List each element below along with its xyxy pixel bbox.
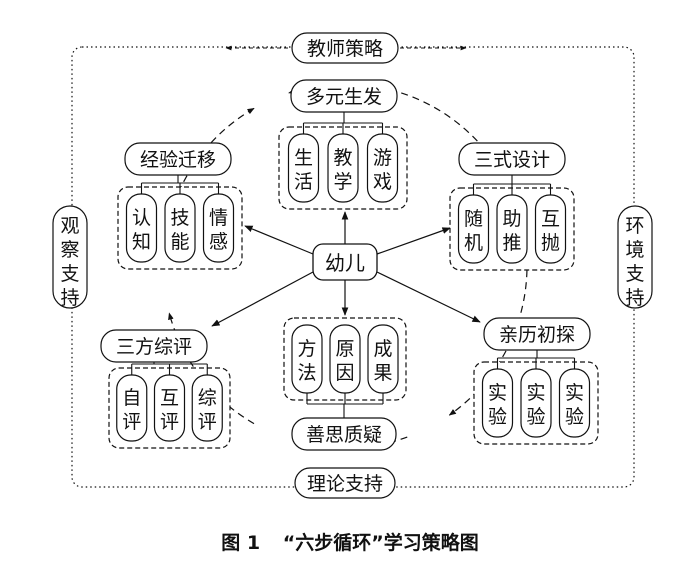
center-arrow bbox=[376, 271, 481, 323]
step-title-box bbox=[100, 329, 208, 363]
step-groups: 生活教学游戏多元生发随机助推互抛三式设计实验实验实验亲历初探方法原因成果善思质疑… bbox=[100, 79, 599, 451]
step-title-box bbox=[291, 417, 397, 451]
center-arrow bbox=[244, 225, 314, 255]
step-item-text: 互评 bbox=[160, 387, 179, 433]
step-item-text: 成果 bbox=[373, 338, 392, 384]
frame-top-text: 教师策略 bbox=[307, 38, 383, 60]
step-item-text: 游戏 bbox=[373, 147, 392, 193]
frame-label-left: 观察支持 bbox=[52, 205, 88, 309]
step-item-text: 认知 bbox=[132, 207, 151, 253]
figure-caption: 图 1 “六步循环”学习策略图 bbox=[0, 528, 700, 555]
step-item-text: 方法 bbox=[297, 338, 316, 384]
center-arrow bbox=[211, 271, 314, 327]
step-item-text: 自评 bbox=[122, 387, 141, 433]
step-item-text: 教学 bbox=[333, 147, 352, 193]
frame-bottom-text: 理论支持 bbox=[307, 473, 383, 495]
caption-title: “六步循环”学习策略图 bbox=[282, 532, 479, 554]
step-item-text: 技能 bbox=[170, 207, 189, 253]
step-item-text: 实验 bbox=[565, 382, 584, 428]
frame-label-right: 环境支持 bbox=[617, 205, 653, 309]
cycle-arc bbox=[401, 92, 495, 163]
cycle-arc bbox=[168, 312, 255, 425]
frame-label-bottom: 理论支持 bbox=[294, 467, 396, 499]
step-title: 亲历初探 bbox=[499, 324, 575, 346]
step-item-text: 原因 bbox=[335, 338, 354, 384]
step-item-text: 随机 bbox=[464, 208, 483, 254]
step-title: 三方综评 bbox=[116, 336, 192, 358]
step-title: 三式设计 bbox=[474, 149, 550, 171]
step-title: 善思质疑 bbox=[306, 424, 382, 446]
step-title-box bbox=[124, 142, 232, 176]
step-item-text: 助推 bbox=[502, 208, 521, 254]
center-text: 幼儿 bbox=[325, 251, 365, 275]
step-title: 多元生发 bbox=[306, 86, 382, 108]
caption-label: 图 1 bbox=[221, 532, 261, 554]
frame-left-text: 观察支持 bbox=[60, 215, 79, 309]
step-item-text: 实验 bbox=[526, 382, 545, 428]
step-item-text: 综评 bbox=[198, 387, 217, 433]
center-arrow bbox=[376, 227, 451, 255]
frame-label-top: 教师策略 bbox=[225, 32, 467, 64]
step-title-box bbox=[290, 79, 398, 113]
frame-right-text: 环境支持 bbox=[625, 215, 644, 309]
step-title-box bbox=[458, 142, 566, 176]
step-item-text: 实验 bbox=[488, 382, 507, 428]
step-title: 经验迁移 bbox=[140, 149, 216, 171]
step-item-text: 生活 bbox=[294, 147, 313, 193]
center-arrows bbox=[211, 211, 481, 327]
step-title-box bbox=[483, 317, 591, 351]
center-node: 幼儿 bbox=[312, 243, 378, 281]
step-item-text: 互抛 bbox=[541, 208, 560, 254]
step-item-text: 情感 bbox=[209, 207, 228, 253]
